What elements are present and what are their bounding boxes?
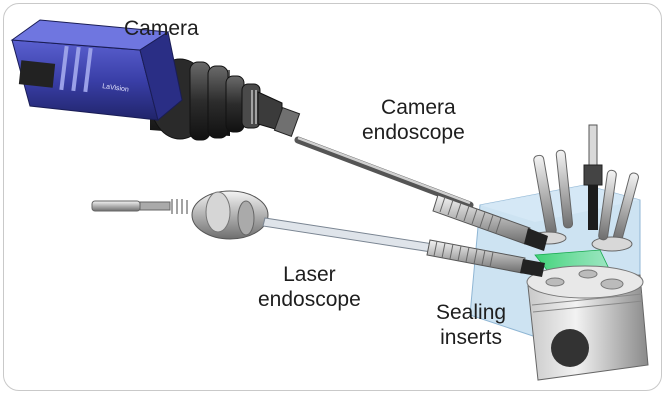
camera-endoscope-label: Camera endoscope xyxy=(372,95,465,145)
camera-endoscope-label-line1: Camera xyxy=(372,95,465,120)
sealing-inserts-label: Sealing inserts xyxy=(436,300,506,350)
camera-endoscope-label-line2: endoscope xyxy=(362,120,465,145)
camera-label: Camera xyxy=(124,16,199,41)
piston xyxy=(527,266,648,380)
sealing-inserts-label-line2: inserts xyxy=(436,325,506,350)
laser-endoscope-label-line1: Laser xyxy=(258,262,361,287)
laser-endoscope-label: Laser endoscope xyxy=(258,262,361,312)
sealing-inserts-label-line1: Sealing xyxy=(436,300,506,325)
laser-endoscope-label-line2: endoscope xyxy=(258,287,361,312)
